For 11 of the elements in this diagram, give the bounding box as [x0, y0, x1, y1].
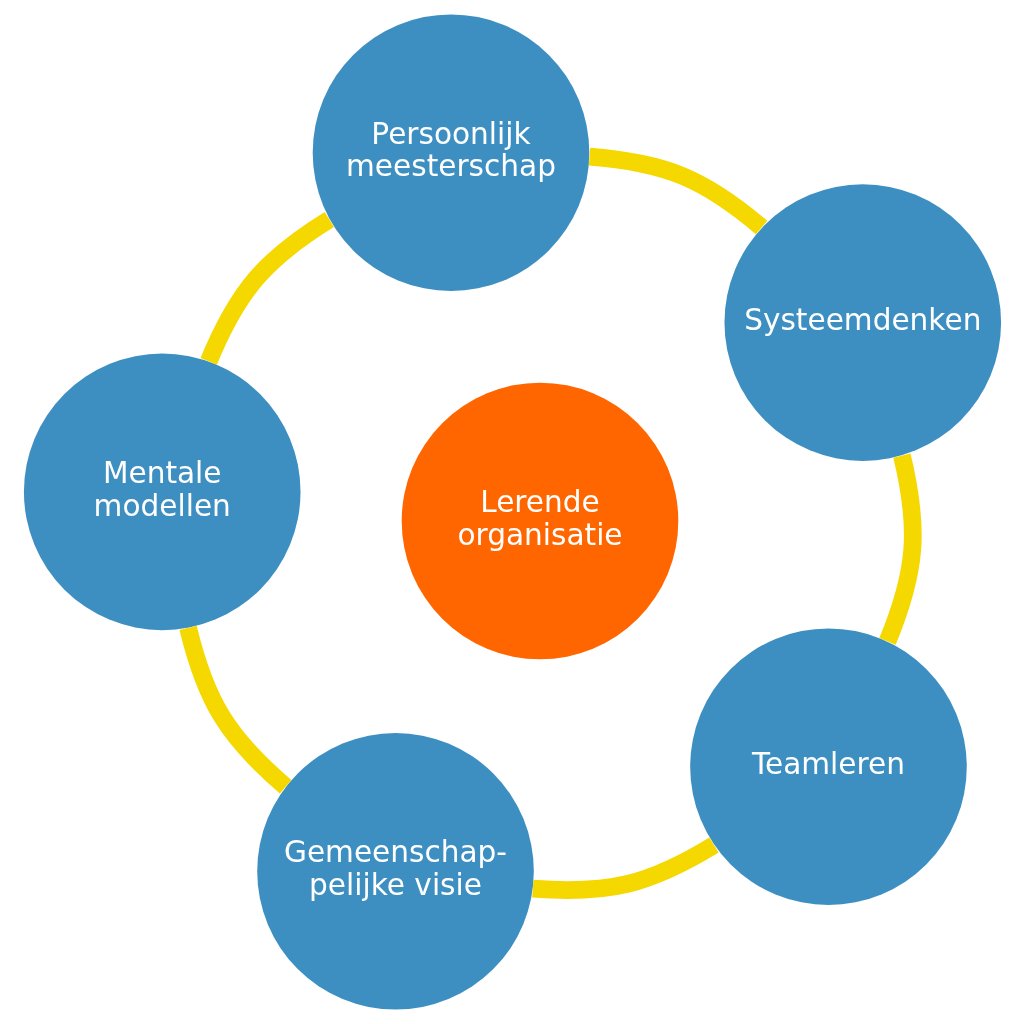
node-circle: Teamleren — [689, 628, 967, 905]
connector — [200, 212, 334, 365]
connector — [588, 147, 767, 235]
node-circle: Gemeenschap- pelijke visie — [256, 733, 534, 1010]
node-circle: Systeemdenken — [723, 184, 1001, 461]
connector — [179, 625, 291, 794]
node-circle: Lerende organisatie — [401, 382, 678, 660]
node-circle: Mentale modellen — [23, 353, 301, 631]
node-circle: Persoonlijk meesterschap — [312, 14, 589, 291]
connector — [878, 453, 922, 645]
connector — [531, 837, 719, 900]
